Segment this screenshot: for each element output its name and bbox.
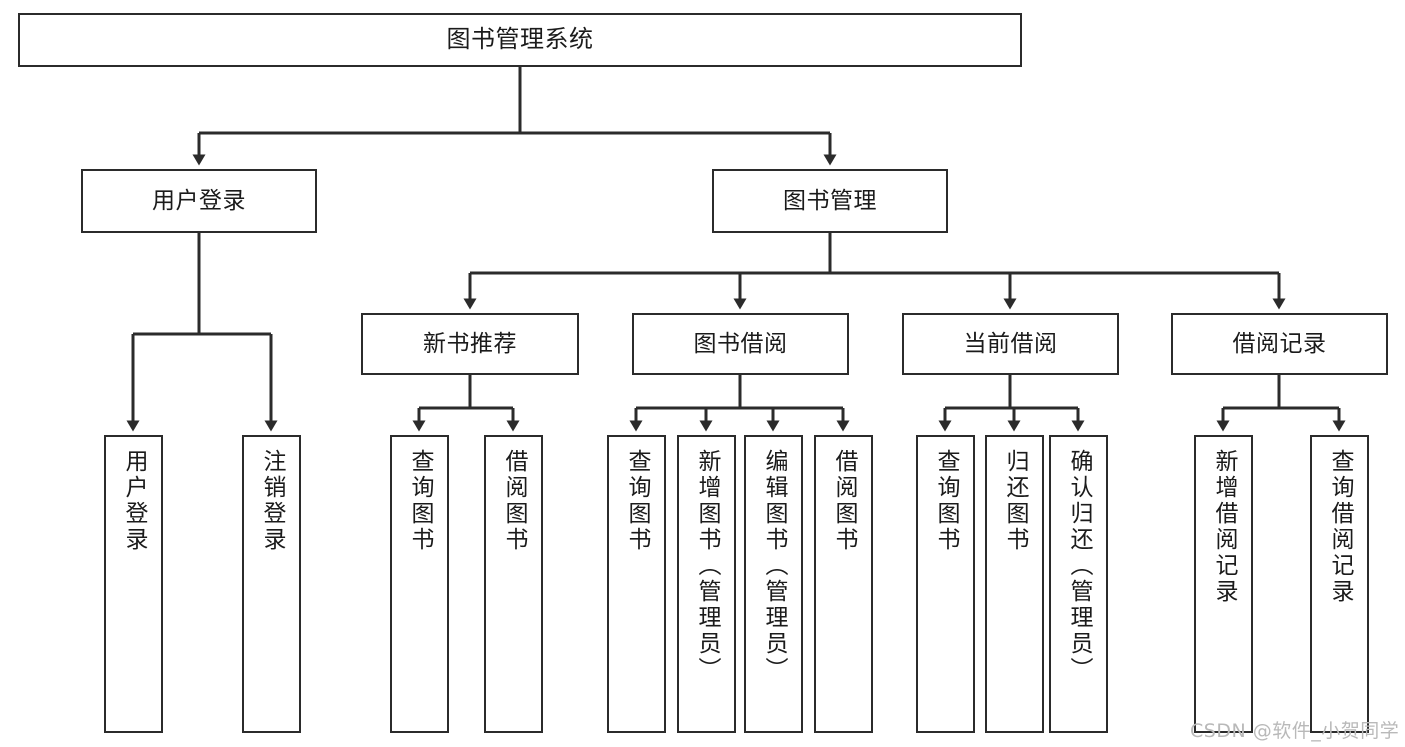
leaf-query-borrow-record-label: 查询借阅记录 xyxy=(1327,449,1353,605)
connector-root-to-level2 xyxy=(192,67,837,166)
node-root-system[interactable]: 图书管理系统 xyxy=(18,13,1022,67)
leaf-add-borrow-record[interactable]: 新增借阅记录 xyxy=(1194,435,1253,733)
connector-user-login-to-leaves xyxy=(126,233,278,432)
connector-new-book-rec-to-leaves xyxy=(412,375,520,432)
leaf-borrow-book[interactable]: 借阅图书 xyxy=(814,435,873,733)
node-borrow-record[interactable]: 借阅记录 xyxy=(1171,313,1388,375)
leaf-add-borrow-record-label: 新增借阅记录 xyxy=(1211,449,1237,605)
node-book-management[interactable]: 图书管理 xyxy=(712,169,948,233)
leaf-query-book-current[interactable]: 查询图书 xyxy=(916,435,975,733)
leaf-borrow-book-rec[interactable]: 借阅图书 xyxy=(484,435,543,733)
leaf-confirm-return-label: 确认归还（管理员） xyxy=(1066,449,1092,683)
node-root-system-label: 图书管理系统 xyxy=(446,25,594,54)
leaf-borrow-book-rec-label: 借阅图书 xyxy=(501,449,527,553)
leaf-edit-book-admin[interactable]: 编辑图书（管理员） xyxy=(744,435,803,733)
connector-current-borrow-to-leaves xyxy=(938,375,1085,432)
leaf-return-book-label: 归还图书 xyxy=(1002,449,1028,553)
node-user-login-label: 用户登录 xyxy=(152,187,246,214)
connector-book-borrow-to-leaves xyxy=(629,375,850,432)
node-new-book-recommend[interactable]: 新书推荐 xyxy=(361,313,579,375)
node-user-login[interactable]: 用户登录 xyxy=(81,169,317,233)
leaf-query-book-borrow-label: 查询图书 xyxy=(624,449,650,553)
node-book-borrow-label: 图书借阅 xyxy=(693,330,788,357)
leaf-logout-login-label: 注销登录 xyxy=(259,449,285,553)
leaf-query-book-current-label: 查询图书 xyxy=(933,449,959,553)
node-borrow-record-label: 借阅记录 xyxy=(1232,330,1327,357)
node-new-book-recommend-label: 新书推荐 xyxy=(423,330,517,357)
leaf-add-book-admin-label: 新增图书（管理员） xyxy=(694,449,720,683)
node-current-borrow-label: 当前借阅 xyxy=(963,330,1058,357)
leaf-query-book-rec-label: 查询图书 xyxy=(407,449,433,553)
leaf-user-login-label: 用户登录 xyxy=(121,449,147,553)
leaf-edit-book-admin-label: 编辑图书（管理员） xyxy=(761,449,787,683)
leaf-return-book[interactable]: 归还图书 xyxy=(985,435,1044,733)
leaf-borrow-book-label: 借阅图书 xyxy=(831,449,857,553)
leaf-confirm-return[interactable]: 确认归还（管理员） xyxy=(1049,435,1108,733)
leaf-query-book-borrow[interactable]: 查询图书 xyxy=(607,435,666,733)
leaf-query-borrow-record[interactable]: 查询借阅记录 xyxy=(1310,435,1369,733)
node-current-borrow[interactable]: 当前借阅 xyxy=(902,313,1119,375)
leaf-add-book-admin[interactable]: 新增图书（管理员） xyxy=(677,435,736,733)
node-book-management-label: 图书管理 xyxy=(783,187,877,214)
connector-book-mgmt-to-level3 xyxy=(463,233,1286,310)
leaf-logout-login[interactable]: 注销登录 xyxy=(242,435,301,733)
csdn-watermark: CSDN @软件_小贺同学 xyxy=(1190,720,1400,742)
connector-borrow-record-to-leaves xyxy=(1216,375,1346,432)
leaf-query-book-rec[interactable]: 查询图书 xyxy=(390,435,449,733)
node-book-borrow[interactable]: 图书借阅 xyxy=(632,313,849,375)
leaf-user-login[interactable]: 用户登录 xyxy=(104,435,163,733)
